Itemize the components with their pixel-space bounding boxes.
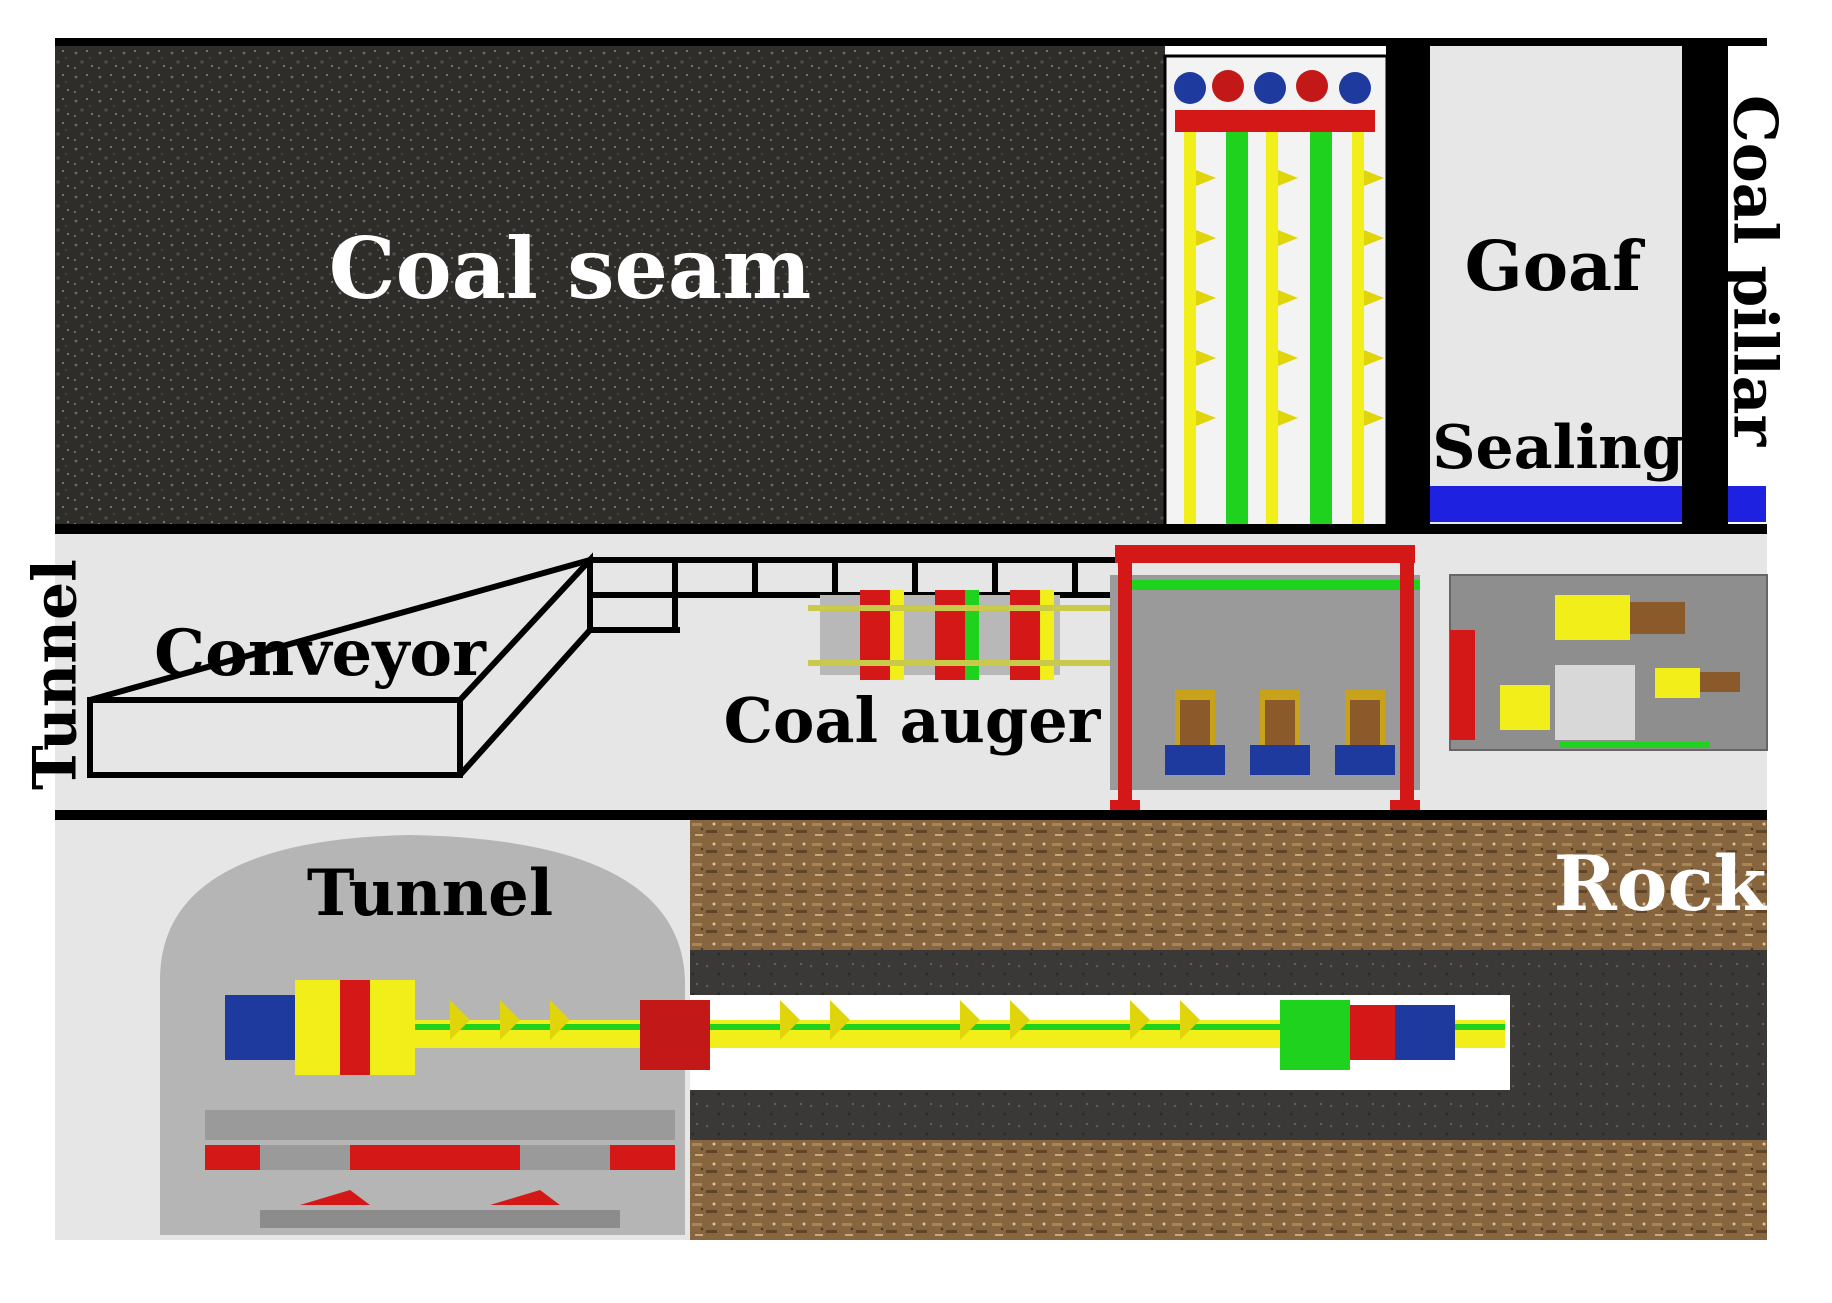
drilling-rig — [205, 980, 1510, 1228]
main-machine — [1110, 545, 1420, 810]
sealing-layer — [1430, 486, 1682, 522]
conveyor-label: Conveyor — [154, 616, 487, 691]
power-unit — [1449, 574, 1768, 751]
rock-label: Rock — [1554, 839, 1768, 928]
coal-seam-label: Coal seam — [329, 219, 812, 318]
coal-auger-label: Coal auger — [724, 684, 1102, 757]
sealing-layer-right — [1728, 486, 1766, 522]
coal-seam-region: Coal seam — [55, 38, 1767, 532]
coal-auger-unit — [808, 590, 1168, 680]
coal-pillar-label: Coal pillar — [1720, 95, 1790, 448]
tunnel-lower-label: Tunnel — [307, 856, 553, 931]
vertical-augers — [1163, 54, 1389, 692]
sealing-label: Sealing — [1432, 413, 1684, 483]
goaf-region: Goaf Sealing Coal pillar — [1386, 46, 1790, 526]
tunnel-side-label: Tunnel — [21, 559, 91, 790]
goaf-label: Goaf — [1465, 227, 1645, 307]
